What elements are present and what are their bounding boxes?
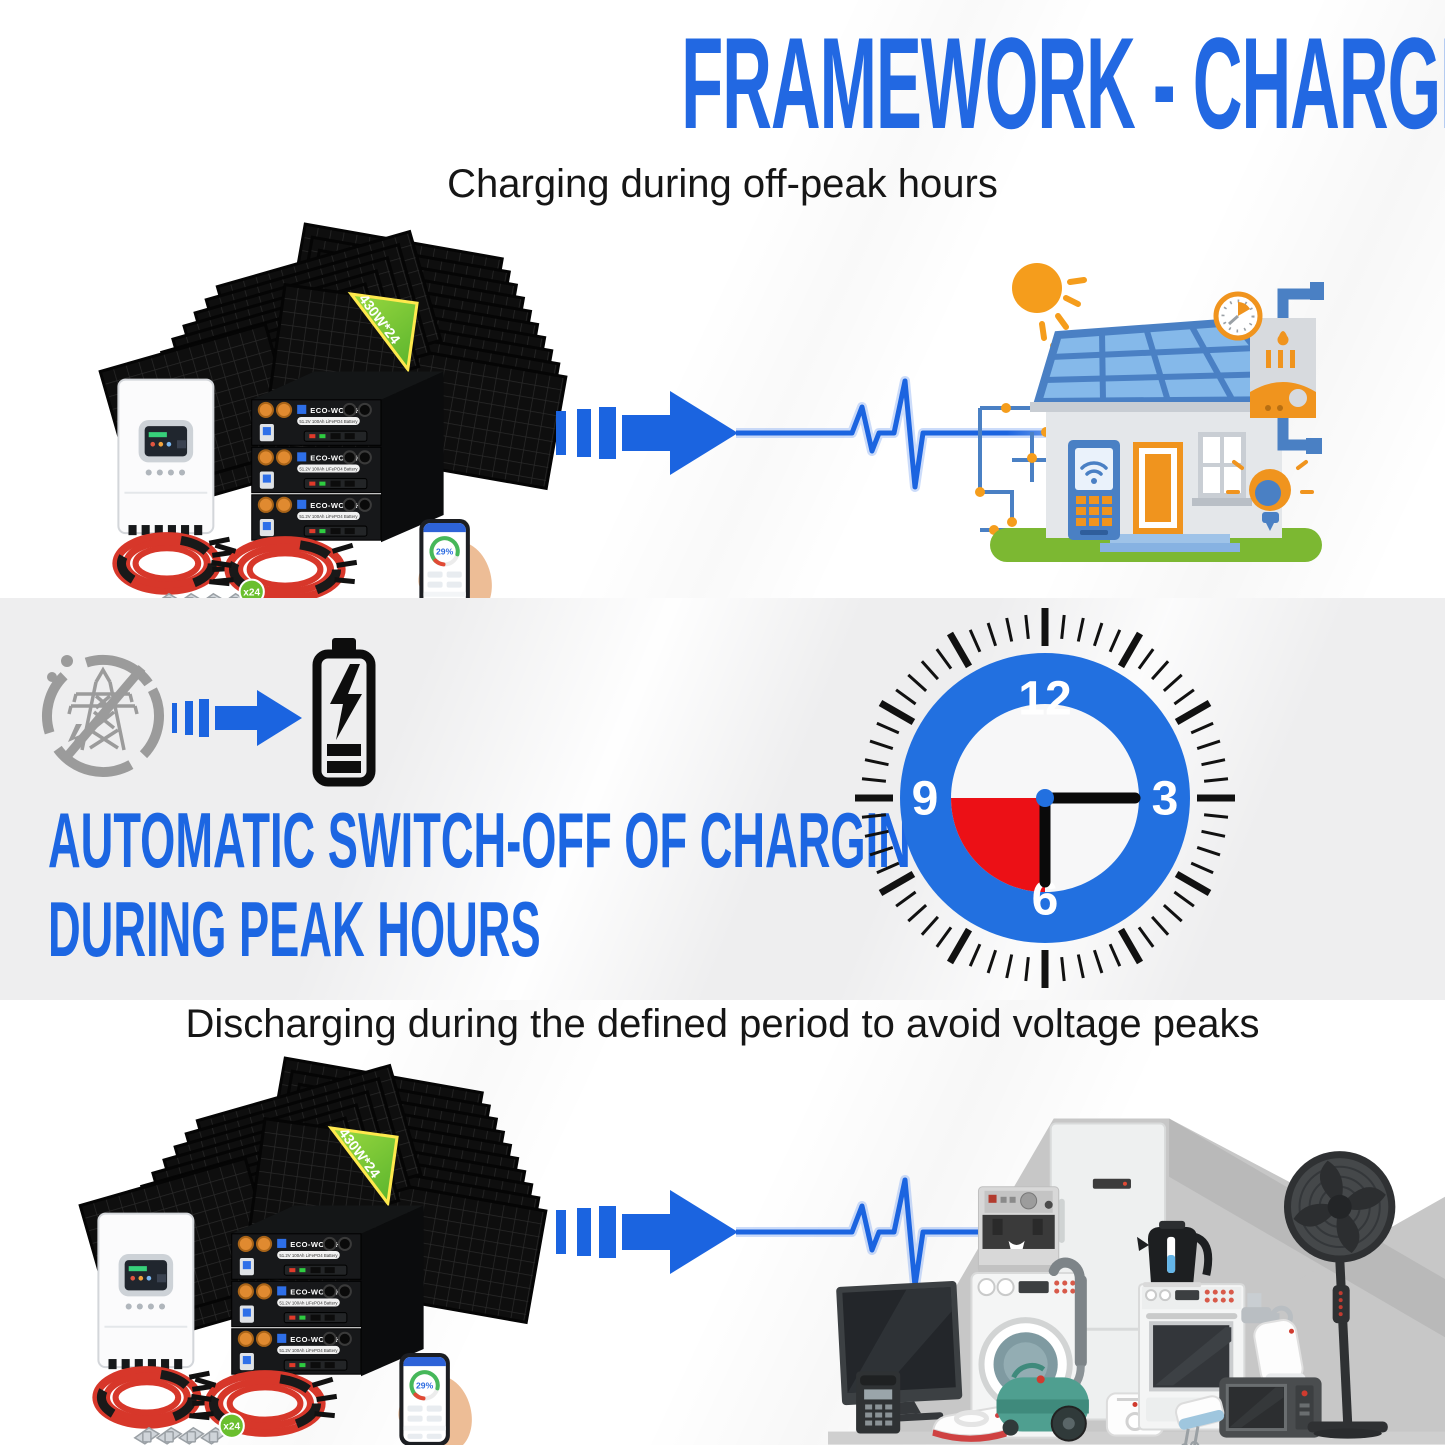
battery-charging-icon	[312, 638, 376, 787]
landline-phone	[856, 1371, 901, 1434]
light-bulb-icon	[1226, 460, 1314, 531]
page-title-text: FRAMEWORK - CHARGING AND DISCHARGING	[681, 10, 1445, 156]
smart-house-illustration	[975, 263, 1324, 562]
coffee-machine	[977, 1186, 1060, 1274]
discharging-caption: Discharging during the defined period to…	[185, 1002, 1260, 1046]
meter-keypad	[1076, 496, 1112, 526]
stove	[1138, 1283, 1246, 1431]
solar-kit-image-bottom	[58, 1056, 563, 1445]
iron	[932, 1406, 1011, 1442]
wifi-icon	[1080, 461, 1108, 476]
solar-kit-image-top	[78, 222, 583, 616]
wall-clock-icon	[1213, 291, 1263, 341]
bolt-icon	[330, 664, 362, 740]
flame-icon	[1277, 331, 1289, 346]
house	[1030, 317, 1307, 552]
clock-numeral-3: 3	[1152, 773, 1179, 826]
power-grid-icon	[41, 655, 164, 777]
clock-numeral-12: 12	[1018, 673, 1071, 726]
door	[1100, 442, 1240, 552]
clock-red-sector	[951, 798, 1045, 892]
flow-arrow-icon-small	[172, 690, 302, 746]
clock-numeral-9: 9	[912, 773, 939, 826]
vacuum-cleaner	[996, 1257, 1089, 1442]
boiler	[1250, 282, 1324, 454]
peak-heading-line1: AUTOMATIC SWITCH-OFF OF CHARGING	[48, 796, 947, 884]
clock-center-dot	[1036, 789, 1054, 807]
home-appliances-illustration	[828, 1118, 1445, 1445]
peak-heading-line2: DURING PEAK HOURS	[48, 884, 541, 973]
crossed-out-slash	[60, 665, 146, 763]
smart-meter	[1068, 440, 1120, 540]
kettle	[1137, 1220, 1213, 1288]
microwave	[1219, 1377, 1322, 1438]
clock-ticks	[855, 608, 1235, 988]
peak-hours-clock: 12 3 6 9	[855, 608, 1235, 988]
grid-bolt	[68, 724, 82, 756]
charging-caption: Charging during off-peak hours	[447, 162, 998, 206]
peak-heading: AUTOMATIC SWITCH-OFF OF CHARGING DURING …	[48, 796, 1445, 974]
pedestal-fan	[1283, 1151, 1396, 1439]
page-title: FRAMEWORK - CHARGING AND DISCHARGING	[0, 18, 1445, 148]
hand-mixer	[1175, 1395, 1225, 1445]
window	[1192, 432, 1252, 506]
